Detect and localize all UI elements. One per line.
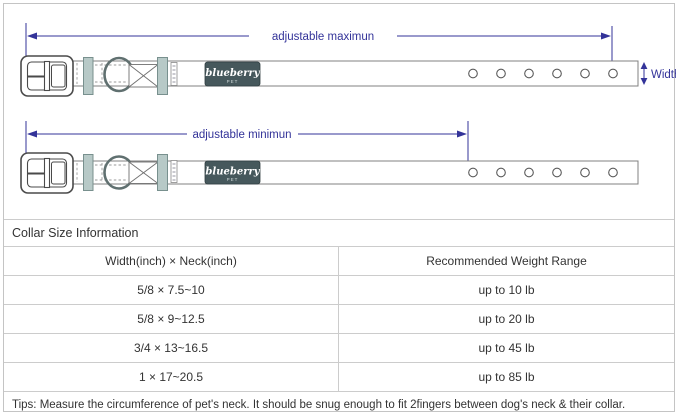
stitch-box-min [128,161,159,184]
brand-name: blueberry [205,68,260,79]
weight-cell: up to 85 lb [478,370,535,384]
tips-text: Tips: Measure the circumference of pet's… [4,391,674,411]
woven-label-min [170,160,178,183]
holes-min [468,167,618,178]
min-dimension-label: adjustable minimun [192,129,291,141]
size-cell: 5/8 × 7.5~10 [4,276,339,304]
weight-cell: up to 45 lb [478,341,535,355]
section-title: Collar Size Information [4,219,674,246]
keeper-1-min [83,154,94,191]
collar-min: adjustable minimun [20,121,639,194]
size-cell: 5/8 × 9~12.5 [4,305,339,333]
keeper-2-max [157,57,168,95]
min-dimension: adjustable minimun [25,121,469,178]
collar-diagram-svg: adjustable maximun [20,23,676,194]
collar-diagrams: adjustable maximun [4,4,676,219]
max-dimension: adjustable maximun [25,23,613,86]
table-row: 5/8 × 9~12.5 up to 20 lb [4,304,674,333]
holes-max [468,68,618,79]
keeper-2-min [157,154,168,191]
weight-cell: up to 10 lb [478,283,535,297]
max-dimension-label: adjustable maximun [272,31,374,43]
collar-max: adjustable maximun [20,23,676,97]
table-row: 3/4 × 13~16.5 up to 45 lb [4,333,674,362]
table-row: 1 × 17~20.5 up to 85 lb [4,362,674,391]
size-table: Width(inch) × Neck(inch) Recommended Wei… [4,246,674,411]
width-label: Width [651,69,676,81]
table-row: 5/8 × 7.5~10 up to 10 lb [4,275,674,304]
brand-patch-max: blueberry PET [204,61,261,87]
size-cell: 3/4 × 13~16.5 [4,334,339,362]
stitch-box-max [128,64,159,88]
brand-sub: PET [227,79,239,84]
col-header-weight: Recommended Weight Range [426,254,587,268]
brand-patch-min: blueberry PET [204,160,261,185]
size-cell: 1 × 17~20.5 [4,363,339,391]
width-dimension: Width [640,62,676,85]
buckle-min [20,152,74,194]
keeper-1-max [83,57,94,95]
col-header-size: Width(inch) × Neck(inch) [4,247,339,275]
brand-name: blueberry [205,167,260,178]
woven-label-max [170,62,178,86]
weight-cell: up to 20 lb [478,312,535,326]
table-header-row: Width(inch) × Neck(inch) Recommended Wei… [4,246,674,275]
brand-sub: PET [227,177,239,182]
outer-frame: adjustable maximun [3,3,676,412]
buckle-max [20,55,74,97]
